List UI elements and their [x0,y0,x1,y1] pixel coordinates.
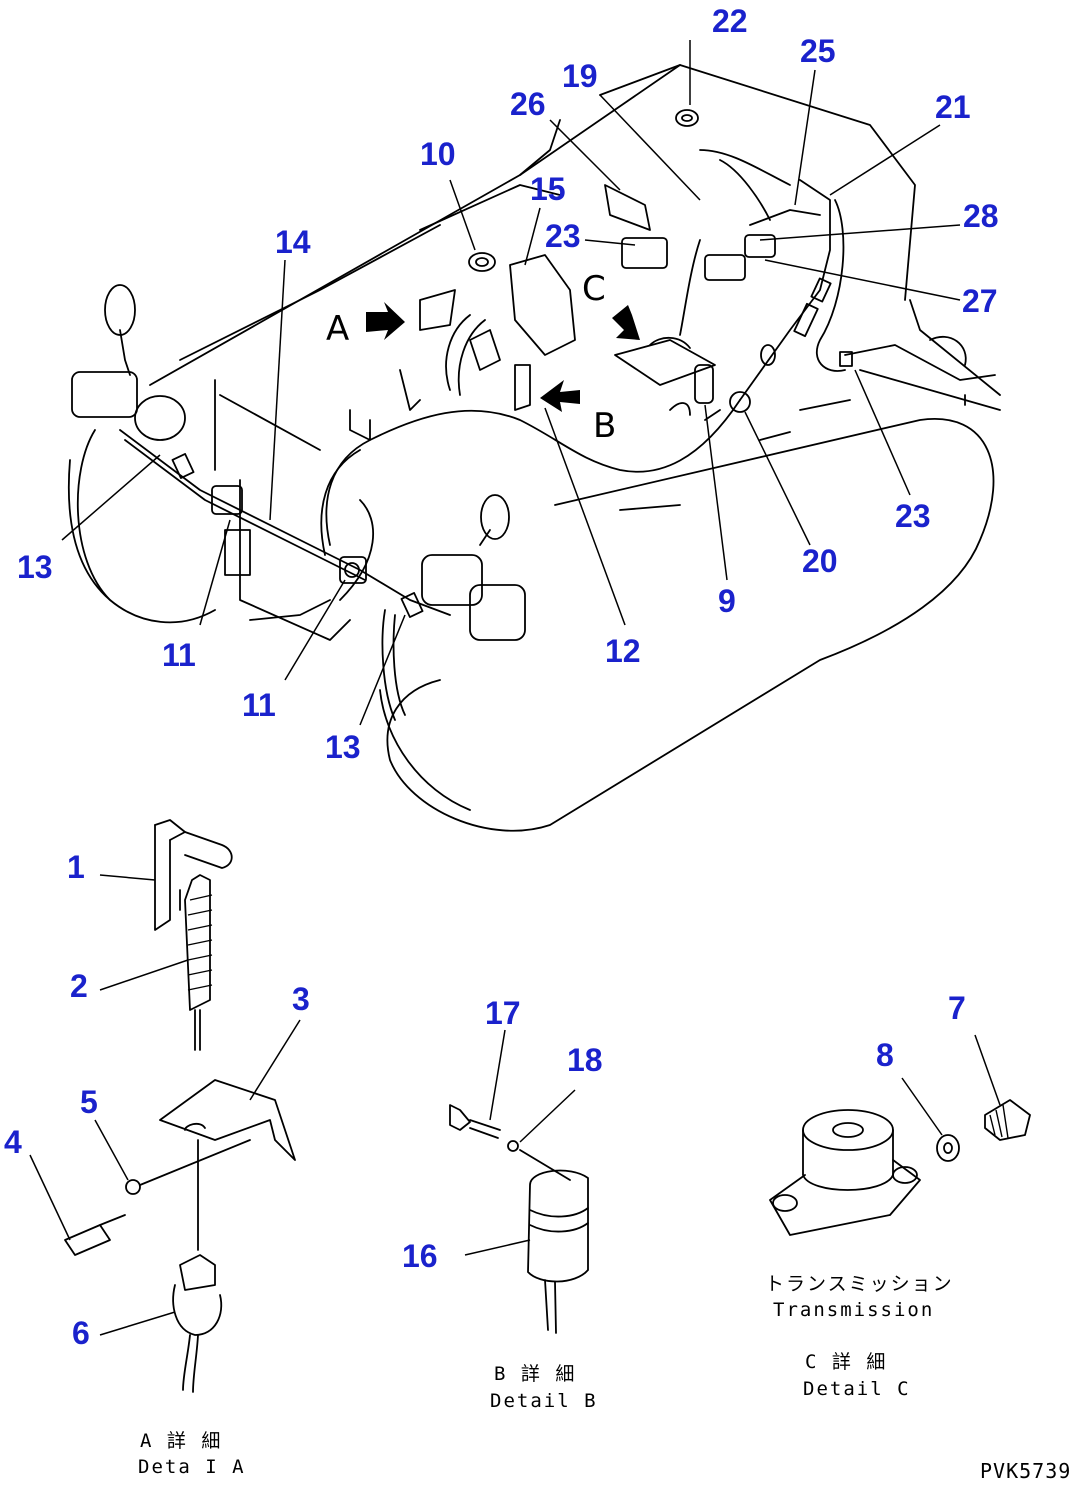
arrow-a-icon [366,302,405,340]
machine-body-outline [67,64,1001,832]
detail-c-drawing [769,1099,1031,1236]
part-number-12: 12 [605,633,641,669]
wiring-harness [119,149,846,721]
part-number-9: 9 [718,583,736,619]
part-number-7: 7 [948,990,966,1026]
detail-a-drawing [64,819,296,1393]
part-number-10: 10 [420,136,456,172]
detail-markers: A B C [326,269,640,446]
drawing-code: PVK5739 [980,1459,1071,1483]
leader-lines [29,40,1001,1336]
part-number-18: 18 [567,1042,603,1078]
caption-transmission-en: Transmission [773,1299,934,1321]
machine-components [71,109,853,641]
part-number-labels: 22 25 19 26 21 10 15 23 28 14 27 23 13 2… [4,3,999,1351]
part-number-23-lower: 23 [895,498,931,534]
part-number-20: 20 [802,543,838,579]
part-number-2: 2 [70,968,88,1004]
part-number-14: 14 [275,224,311,260]
detail-marker-b: B [593,406,616,446]
part-number-21: 21 [935,89,971,125]
part-number-22: 22 [712,3,748,39]
detail-b-drawing [449,1104,589,1334]
caption-detail-c-en: Detail C [803,1378,911,1400]
caption-detail-b-en: Detail B [490,1390,598,1412]
part-number-13-right: 13 [325,729,361,765]
caption-transmission-jp: トランスミッション [765,1273,954,1295]
part-number-1: 1 [67,849,85,885]
part-number-8: 8 [876,1037,894,1073]
part-number-28: 28 [963,198,999,234]
part-number-4: 4 [4,1124,22,1160]
caption-detail-a-jp: A 詳 細 [140,1430,222,1452]
arrow-b-icon [540,380,580,412]
part-number-16: 16 [402,1238,438,1274]
detail-captions: A 詳 細 Deta I A B 詳 細 Detail B トランスミッション … [138,1273,954,1478]
detail-marker-c: C [582,269,606,309]
part-number-26: 26 [510,86,546,122]
part-number-6: 6 [72,1315,90,1351]
part-number-15: 15 [530,171,566,207]
part-number-5: 5 [80,1084,98,1120]
part-number-3: 3 [292,981,310,1017]
part-number-13-left: 13 [17,549,53,585]
part-number-27: 27 [962,283,998,319]
part-number-25: 25 [800,33,836,69]
detail-marker-a: A [326,309,349,349]
caption-detail-b-jp: B 詳 細 [494,1363,576,1385]
arrow-c-icon [612,305,640,340]
part-number-11-left: 11 [162,637,196,673]
part-number-23-upper: 23 [545,218,581,254]
caption-detail-a-en: Deta I A [138,1456,246,1478]
part-number-11-right: 11 [242,687,276,723]
part-number-17: 17 [485,995,521,1031]
caption-detail-c-jp: C 詳 細 [805,1351,887,1373]
part-number-19: 19 [562,58,598,94]
